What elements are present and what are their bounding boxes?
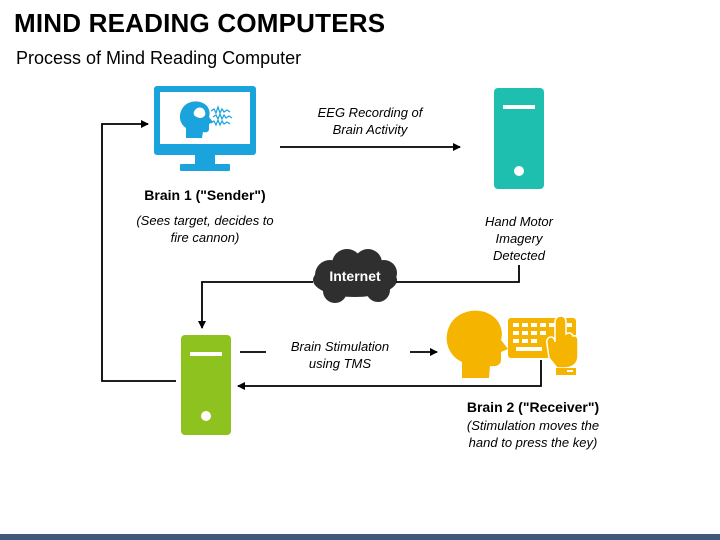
- feedback-loop-arrow: [101, 120, 176, 382]
- server-tower-icon: [181, 335, 231, 435]
- receiver-note-line1: (Stimulation moves the: [466, 418, 600, 433]
- motor-label-line3: Detected: [492, 248, 546, 263]
- motor-label-line1: Hand Motor: [485, 214, 553, 229]
- server-tower-icon: [494, 88, 544, 189]
- brainwave-icon: [210, 105, 233, 127]
- motor-label-line2: Imagery: [495, 231, 543, 246]
- hand-pointer-icon: [546, 315, 579, 375]
- sender-title: Brain 1 ("Sender"): [144, 187, 266, 203]
- head-profile-icon: [446, 310, 508, 378]
- sender-note-line2: fire cannon): [170, 230, 240, 245]
- eeg-label-line1: EEG Recording of: [317, 105, 423, 120]
- tms-label-line2: using TMS: [308, 356, 372, 371]
- connector-to-green-server: [198, 281, 313, 329]
- head-profile-icon: [179, 101, 213, 138]
- footer-bar: [0, 534, 720, 540]
- cloud-icon: [313, 249, 397, 303]
- eeg-label-line2: Brain Activity: [332, 122, 408, 137]
- internet-cloud-label: Internet: [329, 268, 381, 284]
- page-title: MIND READING COMPUTERS: [14, 8, 386, 38]
- tms-label-line1: Brain Stimulation: [290, 339, 390, 354]
- return-arrow: [237, 360, 542, 390]
- page-subtitle: Process of Mind Reading Computer: [16, 48, 302, 68]
- receiver-note-line2: hand to press the key): [468, 435, 598, 450]
- receiver-title: Brain 2 ("Receiver"): [466, 399, 600, 415]
- connector-to-cloud: [396, 265, 520, 283]
- sender-note-line1: (Sees target, decides to: [136, 213, 274, 228]
